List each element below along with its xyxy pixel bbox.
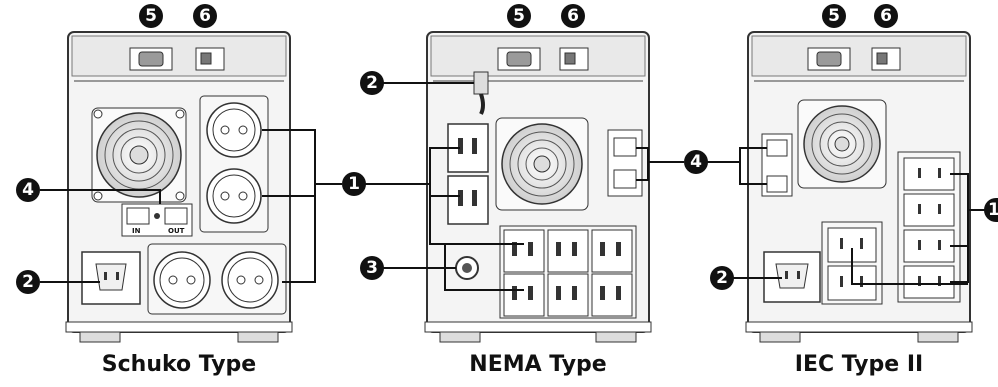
cooling-fan (91, 107, 187, 203)
network-ports-label: 4 (16, 178, 40, 202)
iec-ups-unit (745, 31, 973, 343)
nema-caption: NEMA Type (469, 352, 607, 377)
network-out-label: OUT (168, 227, 185, 235)
usb-port (871, 47, 901, 71)
leader-lines (40, 82, 985, 291)
usb-port (195, 47, 225, 71)
serial-port-label: 5 (139, 4, 163, 28)
serial-port-label: 5 (822, 4, 846, 28)
network-in-label: IN (132, 227, 141, 235)
schuko-outlet-column (199, 95, 269, 233)
nema-ups-unit (424, 31, 652, 343)
schuko-outlet-row (147, 243, 287, 315)
usb-port-label: 6 (193, 4, 217, 28)
power-inlet (81, 251, 141, 305)
nema-outlet-grid (499, 225, 637, 319)
usb-port (559, 47, 589, 71)
network-ports (607, 129, 643, 197)
power-inlet-label: 2 (710, 266, 734, 290)
cooling-fan (797, 99, 887, 189)
cooling-fan (495, 117, 589, 211)
power-inlet-label: 2 (360, 71, 384, 95)
breaker-label: 3 (360, 256, 384, 280)
power-inlet-label: 2 (16, 270, 40, 294)
serial-port (807, 47, 851, 71)
serial-port (497, 47, 541, 71)
usb-port-label: 6 (874, 4, 898, 28)
schuko-caption: Schuko Type (101, 352, 257, 377)
serial-port (129, 47, 173, 71)
outlets-label: 1 (984, 198, 998, 222)
outlets-label: 1 (342, 172, 366, 196)
circuit-breaker (455, 256, 479, 280)
network-ports (121, 203, 193, 237)
iec-outlet-column (897, 151, 961, 303)
serial-port-label: 5 (507, 4, 531, 28)
network-ports (761, 133, 793, 197)
usb-port-label: 6 (561, 4, 585, 28)
schuko-ups-unit (65, 31, 293, 343)
network-ports-label: 4 (684, 150, 708, 174)
iec-caption: IEC Type II (794, 352, 924, 377)
